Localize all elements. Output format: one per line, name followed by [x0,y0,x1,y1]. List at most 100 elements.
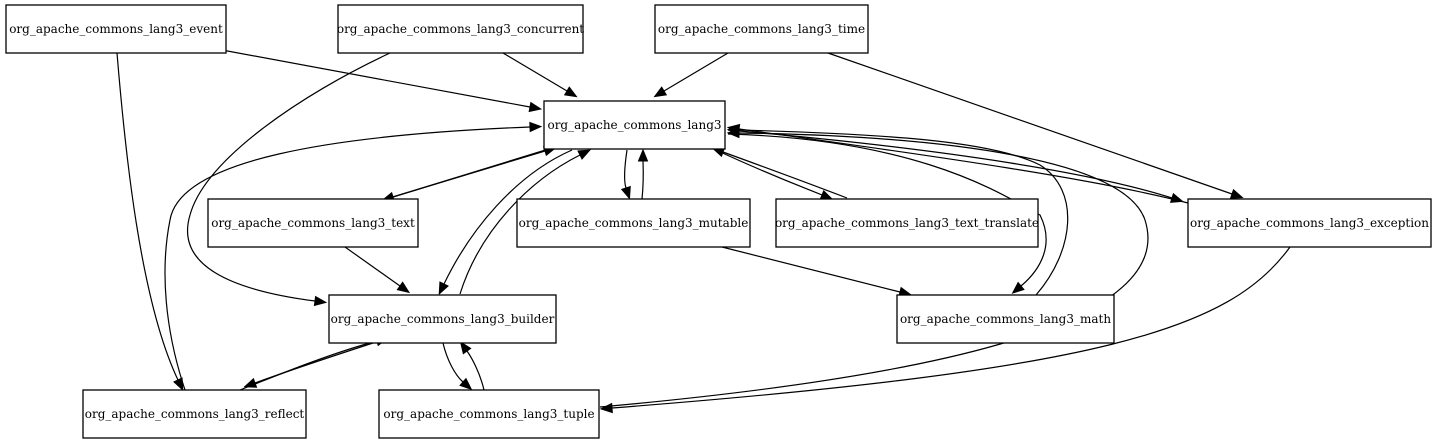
node-box [82,389,307,439]
arrowhead-icon [459,377,473,391]
edge-line [624,149,628,189]
edge-line [599,132,1149,408]
node-box [5,4,227,54]
edge-line [727,129,1173,199]
node-box [516,198,751,248]
edge-line [239,340,378,391]
edge-reflect-to-lang3 [164,121,543,391]
edge-builder-to-tuple [442,342,473,391]
edge-line [738,128,1189,204]
arrowhead-icon [313,295,328,307]
edge-line [187,52,391,302]
edge-lang3-to-mutable [620,149,631,200]
edge-line [466,350,485,391]
node-event: org_apache_commons_lang3_event [5,4,227,54]
node-lang3: org_apache_commons_lang3 [543,100,726,150]
edge-line [164,126,531,391]
node-label: org_apache_commons_lang3_exception [1190,216,1429,230]
node-box [207,198,419,248]
node-box [337,4,584,54]
node-box [543,100,726,150]
node-time: org_apache_commons_lang3_time [654,4,869,54]
edge-event-to-lang3 [221,49,543,113]
node-tuple: org_apache_commons_lang3_tuple [378,389,600,439]
node-box [328,294,557,344]
arrowhead-icon [459,340,472,355]
edge-tuple-to-builder [459,340,485,391]
arrowhead-icon [637,148,649,162]
edge-mutable-to-lang3 [637,148,649,200]
node-box [896,294,1115,344]
edge-lang3-to-exception [727,129,1184,203]
edge-line [344,246,401,287]
edge-line [721,246,901,293]
arrowhead-icon [620,185,631,200]
node-exception: org_apache_commons_lang3_exception [1187,198,1432,248]
node-label: org_apache_commons_lang3_time [658,22,865,36]
arrowhead-icon [563,86,578,98]
edge-line [641,160,644,200]
edge-text-to-builder [344,246,411,294]
edge-reflect-to-builder [239,336,389,391]
edge-line [116,52,179,381]
node-box [1187,198,1432,248]
edge-line [663,52,729,92]
arrowhead-icon [173,377,184,392]
arrowhead-icon [529,121,543,133]
arrowhead-icon [1169,192,1184,203]
edge-layer [116,49,1291,414]
node-label: org_apache_commons_lang3_text [211,216,415,230]
edge-line [611,246,1291,409]
edge-concurrent-to-builder [187,52,391,307]
node-box [775,198,1039,248]
arrowhead-icon [577,149,592,160]
node-label: org_apache_commons_lang3_mutable [519,216,749,230]
node-builder: org_apache_commons_lang3_builder [328,294,557,344]
edge-line [221,49,531,108]
node-math: org_apache_commons_lang3_math [896,294,1115,344]
node-reflect: org_apache_commons_lang3_reflect [82,389,307,439]
edge-line [385,150,546,200]
edge-line [738,129,1069,296]
node-label: org_apache_commons_lang3_text_translate [775,216,1039,230]
arrowhead-icon [1011,281,1025,294]
node-layer: org_apache_commons_lang3_event org_apache… [5,4,1432,439]
node-box [378,389,600,439]
edge-time-to-lang3 [653,52,729,98]
edge-mutable-to-math [721,246,912,297]
arrowhead-icon [653,86,668,98]
edge-line [459,154,581,295]
edge-line [502,52,568,92]
arrowhead-icon [528,101,543,113]
edge-event-to-reflect [116,52,184,392]
node-label: org_apache_commons_lang3_reflect [85,407,305,421]
node-label: org_apache_commons_lang3_math [900,312,1111,326]
node-label: org_apache_commons_lang3 [547,118,721,132]
node-concurrent: org_apache_commons_lang3_concurrent [337,4,584,54]
node-box [654,4,869,54]
edge-line [722,151,848,199]
node-text: org_apache_commons_lang3_text [207,198,419,248]
arrowhead-icon [438,281,449,296]
edge-time-to-exception [827,52,1244,199]
edge-line [715,149,823,196]
arrowhead-icon [1229,188,1244,199]
edge-text_translate-to-lang3 [711,147,848,199]
edge-lang3-to-builder [438,149,573,296]
edge-line [443,149,573,285]
arrowhead-icon [726,127,740,139]
edge-line [827,52,1233,195]
node-label: org_apache_commons_lang3_concurrent [337,22,584,36]
edge-exception-to-tuple [599,246,1291,414]
edge-concurrent-to-lang3 [502,52,578,98]
edge-line [254,342,374,384]
edge-tuple-to-lang3 [599,127,1149,408]
edge-lang3-to-text_translate [715,149,834,200]
node-text_translate: org_apache_commons_lang3_text_translate [775,198,1039,248]
node-mutable: org_apache_commons_lang3_mutable [516,198,751,248]
arrowhead-icon [599,402,613,414]
node-label: org_apache_commons_lang3_builder [331,312,555,326]
node-label: org_apache_commons_lang3_tuple [383,407,594,421]
node-label: org_apache_commons_lang3_event [9,22,223,36]
